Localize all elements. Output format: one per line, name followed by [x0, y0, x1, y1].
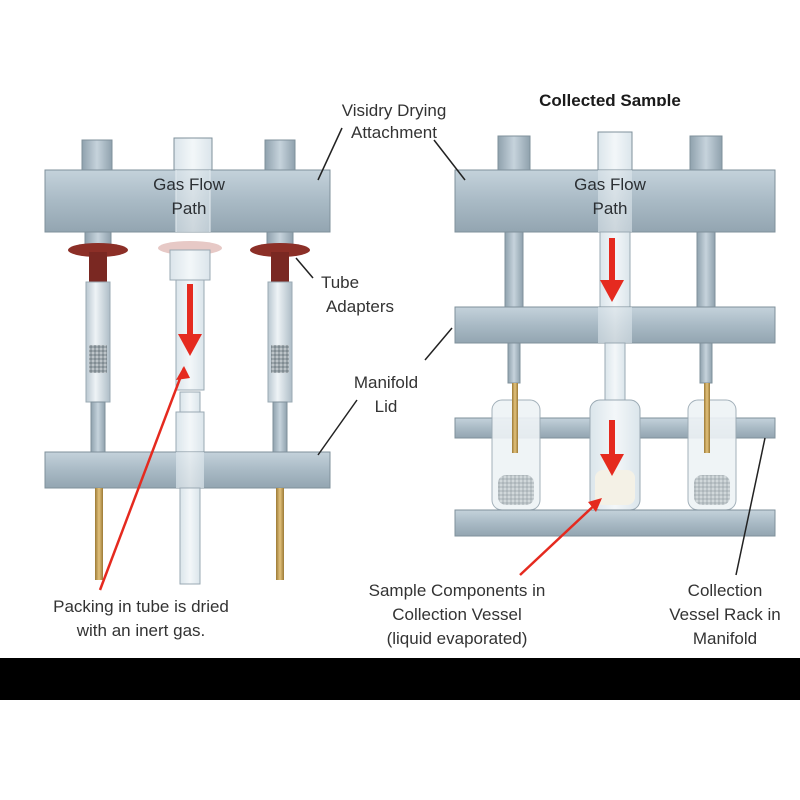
right-flow-arrow-1 — [600, 238, 624, 302]
callout-lines — [295, 127, 766, 576]
label-sample-2: Collection Vessel — [392, 605, 521, 624]
cut-off-header: Collected Sample — [539, 91, 681, 110]
left-pin-3 — [276, 488, 284, 580]
label-rack-2: Vessel Rack in — [669, 605, 781, 624]
left-pin-1 — [95, 488, 103, 580]
left-top-post-1 — [81, 139, 113, 173]
right-gas-flow-2: Path — [593, 199, 628, 218]
label-rack-3: Manifold — [693, 629, 757, 648]
right-manifold-base — [454, 509, 776, 537]
left-apparatus — [44, 137, 331, 585]
right-gas-flow-1: Gas Flow — [574, 175, 647, 194]
collection-vessel-1 — [491, 383, 541, 511]
bottom-black-bar — [0, 658, 800, 700]
label-manifold-2: Lid — [375, 397, 398, 416]
label-sample-3: (liquid evaporated) — [387, 629, 528, 648]
label-manifold-1: Manifold — [354, 373, 418, 392]
collection-vessel-3 — [687, 383, 737, 511]
right-flow-arrow-2 — [600, 420, 624, 476]
red-callout-lines — [98, 367, 601, 591]
label-rack-1: Collection — [688, 581, 763, 600]
tube-cap — [250, 243, 310, 257]
left-flow-arrow — [178, 284, 202, 356]
label-packing-1: Packing in tube is dried — [53, 597, 229, 616]
left-pin-center — [179, 487, 201, 585]
left-gas-flow-2: Path — [172, 199, 207, 218]
label-attachment-2: Attachment — [351, 123, 437, 142]
tube-cap — [68, 243, 128, 257]
left-tube-3 — [250, 231, 310, 453]
left-gas-flow-1: Gas Flow — [153, 175, 226, 194]
label-sample-1: Sample Components in — [369, 581, 546, 600]
left-tube-1 — [68, 231, 128, 453]
label-tube-2: Adapters — [326, 297, 394, 316]
left-top-post-3 — [264, 139, 296, 173]
label-tube-1: Tube — [321, 273, 359, 292]
right-apparatus — [454, 131, 776, 537]
left-top-post-center — [173, 137, 213, 173]
label-packing-2: with an inert gas. — [76, 621, 206, 640]
label-attachment-1: Visidry Drying — [342, 101, 447, 120]
